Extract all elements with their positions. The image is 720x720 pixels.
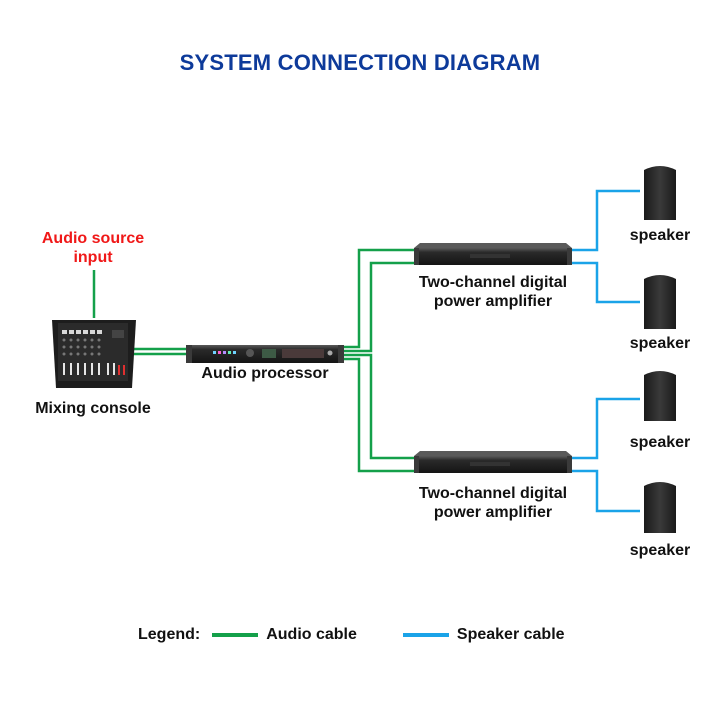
legend-audio-cable-label: Audio cable bbox=[266, 626, 357, 643]
speaker-1-device bbox=[644, 166, 676, 220]
speaker-cable-amp1-to-speaker2 bbox=[572, 261, 640, 304]
diagram-title: SYSTEM CONNECTION DIAGRAM bbox=[179, 50, 541, 75]
speaker-cable-amp1-to-speaker1 bbox=[572, 189, 640, 252]
mixing-console-label: Mixing console bbox=[35, 400, 151, 417]
audio-processor-device bbox=[186, 345, 344, 363]
audio-source-label: Audio source input bbox=[30, 229, 156, 267]
audio-source-label-line1: Audio source bbox=[41, 230, 145, 247]
amplifier-2-label: Two-channel digital power amplifier bbox=[403, 484, 583, 522]
speaker-3-device bbox=[644, 371, 676, 421]
audio-cable-processor-to-amp2-b bbox=[344, 357, 414, 473]
amplifier-1-label-line1: Two-channel digital bbox=[418, 274, 568, 291]
amplifier-1-device bbox=[414, 243, 572, 265]
audio-cable-processor-to-amp2-a bbox=[344, 353, 414, 460]
amplifier-2-device bbox=[414, 451, 572, 473]
amplifier-2-label-line2: power amplifier bbox=[433, 504, 553, 521]
mixing-console-device bbox=[52, 320, 136, 388]
speaker-cable-amp2-to-speaker4 bbox=[572, 469, 640, 513]
speaker-cable-amp2-to-speaker3 bbox=[572, 397, 640, 460]
speaker-4-device bbox=[644, 482, 676, 533]
amplifier-1-label: Two-channel digital power amplifier bbox=[403, 273, 583, 311]
speaker-1-label: speaker bbox=[629, 227, 691, 244]
audio-source-label-line2: input bbox=[73, 249, 113, 266]
speaker-2-device bbox=[644, 275, 676, 329]
legend-speaker-cable-swatch bbox=[402, 633, 449, 637]
speaker-3-label: speaker bbox=[629, 434, 691, 451]
audio-cable-processor-to-amp1-b bbox=[344, 261, 414, 353]
audio-cable-processor-to-amp1-a bbox=[344, 248, 414, 349]
amplifier-1-label-line2: power amplifier bbox=[433, 293, 553, 310]
legend-heading: Legend: bbox=[138, 626, 201, 643]
legend-speaker-cable-label: Speaker cable bbox=[456, 626, 565, 643]
legend: Legend: Audio cable Speaker cable bbox=[138, 626, 565, 644]
audio-processor-label: Audio processor bbox=[201, 365, 329, 382]
speaker-2-label: speaker bbox=[629, 335, 691, 352]
legend-audio-cable-swatch bbox=[212, 633, 259, 637]
speaker-4-label: speaker bbox=[629, 542, 691, 559]
amplifier-2-label-line1: Two-channel digital bbox=[418, 485, 568, 502]
